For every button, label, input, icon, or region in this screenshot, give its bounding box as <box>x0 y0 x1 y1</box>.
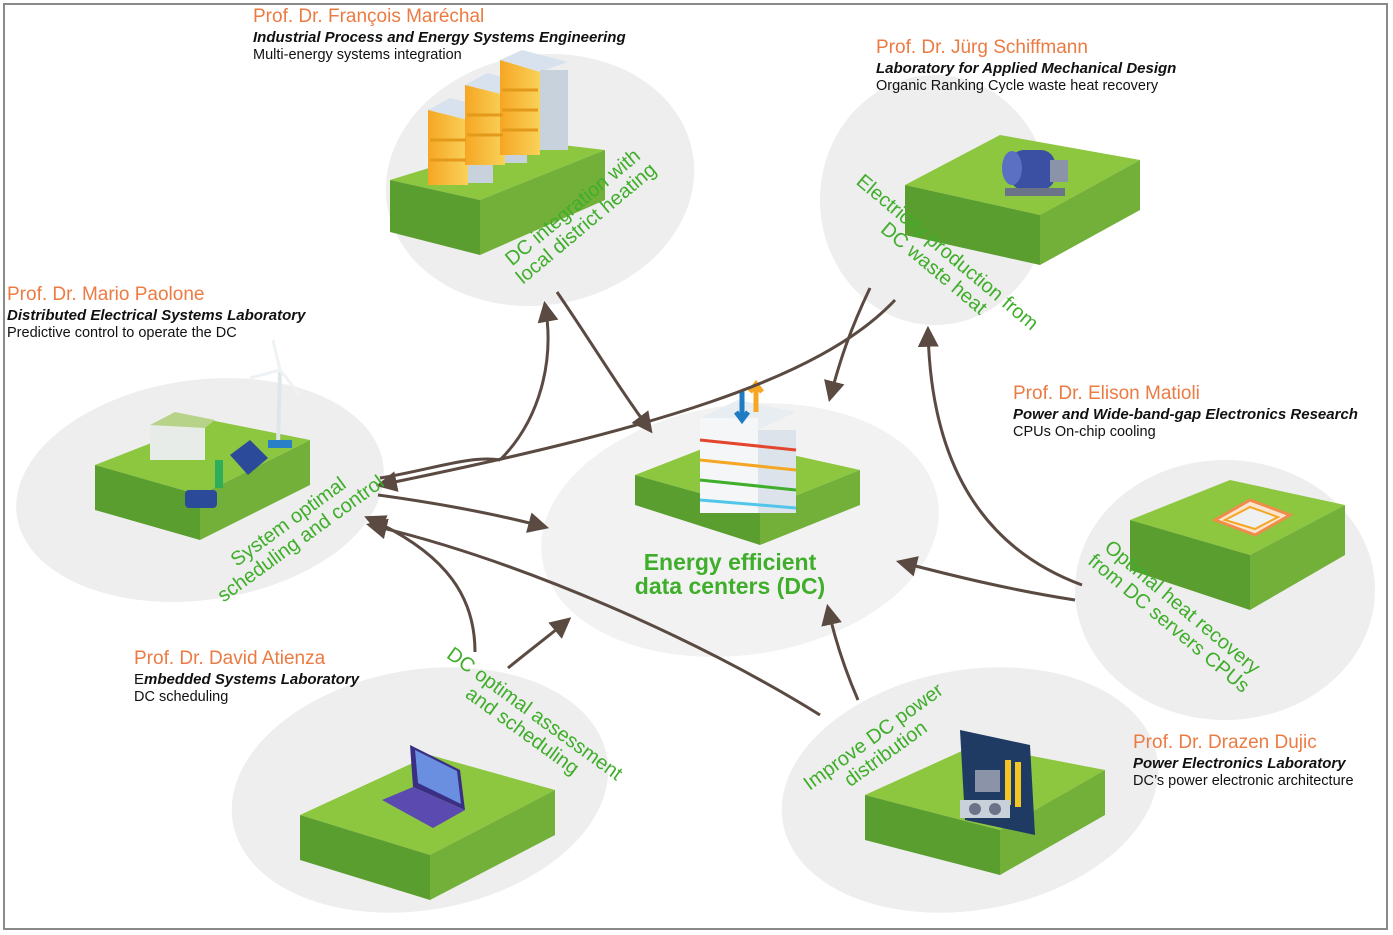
lab-institution: Industrial Process and Energy Systems En… <box>253 28 626 46</box>
motherboard-icon <box>960 730 1035 835</box>
wind-solar-grid-icon <box>150 339 302 508</box>
laptop-icon <box>382 745 465 828</box>
lab-dujic: Prof. Dr. Drazen Dujic Power Electronics… <box>1133 732 1354 790</box>
lab-topic: CPUs On-chip cooling <box>1013 423 1156 440</box>
lab-institution: Distributed Electrical Systems Laborator… <box>7 306 306 324</box>
lab-topic: Multi-energy systems integration <box>253 46 462 63</box>
center-label-line: data centers (DC) <box>634 573 826 600</box>
lab-atienza: Prof. Dr. David Atienza Embedded Systems… <box>134 648 359 706</box>
professor-name: Prof. Dr. Mario Paolone <box>7 284 205 305</box>
lab-institution: Power Electronics Laboratory <box>1133 754 1346 772</box>
center-label-line: Energy efficient <box>643 549 817 575</box>
professor-name: Prof. Dr. Jürg Schiffmann <box>876 37 1088 58</box>
lab-topic: DC scheduling <box>134 688 229 705</box>
apartment-buildings-icon <box>428 50 568 185</box>
lab-topic: Predictive control to operate the DC <box>7 324 237 341</box>
connection-arrows <box>364 287 1083 717</box>
orc-turbine-icon <box>1002 150 1068 196</box>
professor-name: Prof. Dr. Drazen Dujic <box>1133 732 1317 753</box>
professor-name: Prof. Dr. François Maréchal <box>253 6 485 27</box>
cpu-chip-icon <box>1211 498 1294 537</box>
professor-name: Prof. Dr. David Atienza <box>134 648 326 669</box>
lab-institution-rest: mbedded Systems Laboratory <box>144 670 360 688</box>
lab-matioli: Prof. Dr. Elison Matioli Power and Wide-… <box>1013 383 1358 441</box>
lab-institution: Embedded Systems Laboratory <box>134 671 359 689</box>
lab-marechal: Prof. Dr. François Maréchal Industrial P… <box>253 6 626 64</box>
lab-topic: Organic Ranking Cycle waste heat recover… <box>876 77 1159 94</box>
lab-institution: Laboratory for Applied Mechanical Design <box>876 59 1177 77</box>
lab-institution: Power and Wide-band-gap Electronics Rese… <box>1013 405 1358 423</box>
lab-institution-prefix: E <box>134 670 145 688</box>
diagram-frame <box>3 3 1388 930</box>
lab-paolone: Prof. Dr. Mario Paolone Distributed Elec… <box>7 284 305 342</box>
lab-topic: DC’s power electronic architecture <box>1133 772 1354 789</box>
lab-schiffmann: Prof. Dr. Jürg Schiffmann Laboratory for… <box>876 37 1176 95</box>
center-label: Energy efficient data centers (DC) <box>600 550 860 598</box>
professor-name: Prof. Dr. Elison Matioli <box>1013 383 1200 404</box>
server-rack-icon <box>699 379 797 513</box>
